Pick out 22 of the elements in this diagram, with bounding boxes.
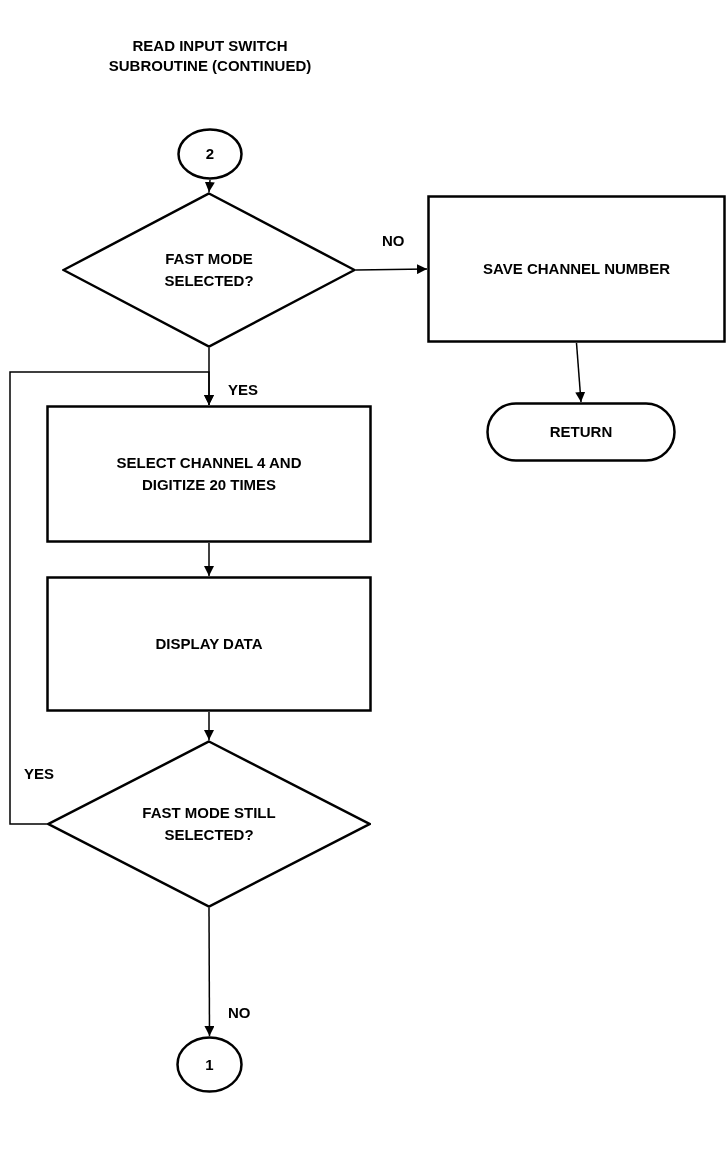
- arrow: [204, 907, 215, 1037]
- node-label: DISPLAY DATA: [154, 634, 264, 654]
- arrow: [9, 371, 214, 825]
- arrow: [575, 342, 586, 403]
- arrow: [355, 264, 428, 275]
- arrow: [204, 542, 214, 577]
- node-label: SELECT CHANNEL 4 AND DIGITIZE 20 TIMES: [115, 453, 303, 495]
- connector-circle: [177, 128, 243, 180]
- node-label: 2: [204, 144, 216, 164]
- process-box: [46, 405, 372, 543]
- node-label: FAST MODE SELECTED?: [163, 249, 255, 291]
- decision-diamond: [62, 192, 356, 348]
- node-label: FAST MODE STILL SELECTED?: [141, 803, 277, 845]
- node-label: 1: [204, 1054, 215, 1075]
- arrow: [204, 179, 215, 193]
- node-label: SAVE CHANNEL NUMBER: [482, 259, 671, 279]
- process-box: [46, 576, 372, 712]
- node-label: RETURN: [548, 422, 614, 442]
- connector-circle: [176, 1036, 243, 1093]
- arrow: [204, 711, 214, 741]
- diagram-title: READ INPUT SWITCH SUBROUTINE (CONTINUED): [107, 36, 313, 76]
- process-box: [427, 195, 726, 343]
